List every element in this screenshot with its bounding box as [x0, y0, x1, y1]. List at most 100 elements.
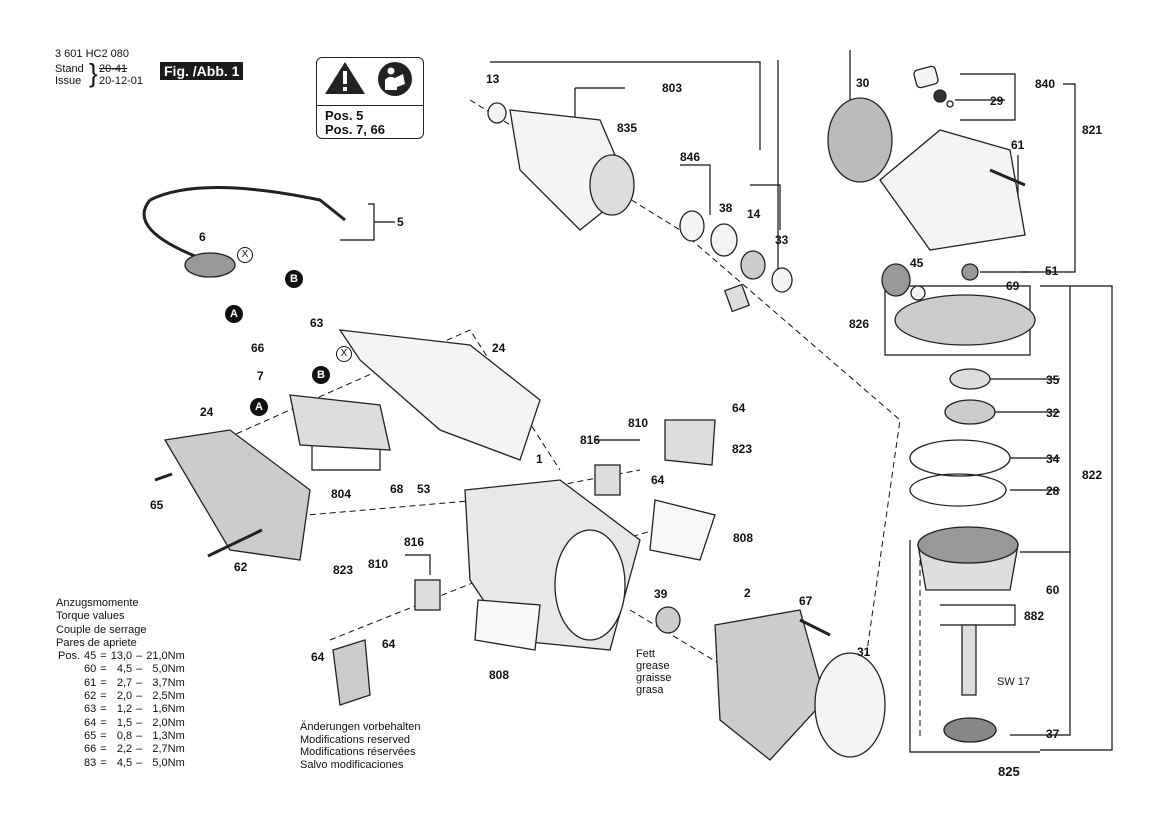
part-label: 803	[662, 81, 683, 95]
torque-prefix	[56, 703, 82, 716]
warning-triangle-icon	[325, 62, 365, 94]
part-label: 2	[744, 586, 751, 600]
torque-pos: 45	[84, 650, 97, 663]
mods-line: Salvo modificaciones	[300, 758, 404, 771]
part-33	[771, 267, 793, 293]
part-24-handle-half	[163, 429, 311, 561]
part-label: 810	[368, 557, 389, 571]
part-label: 823	[333, 563, 354, 577]
part-label: 808	[489, 668, 510, 682]
part-24-handle-half	[338, 329, 541, 461]
callout-B: B	[312, 366, 330, 384]
part-label: 34	[1046, 452, 1060, 466]
part-label: 64	[651, 473, 665, 487]
torque-prefix	[56, 717, 82, 730]
torque-dash: –	[136, 756, 143, 769]
leader-882	[940, 604, 1016, 626]
part-823-cover	[332, 639, 371, 706]
part-number: 3 601 HC2 080	[55, 48, 129, 60]
part-label: 823	[732, 442, 753, 456]
callout-A: A	[225, 305, 243, 323]
torque-row: 83=4,5–5,0Nm	[56, 757, 187, 770]
part-label: 826	[849, 317, 870, 331]
part-label: 38	[719, 201, 733, 215]
part-808-plate	[474, 599, 541, 651]
torque-prefix: Pos.	[58, 650, 81, 663]
torque-max: 1,3Nm	[152, 729, 185, 742]
part-label: 24	[200, 405, 214, 419]
torque-row: 61=2,7–3,7Nm	[56, 677, 187, 690]
part-spindle	[961, 624, 977, 696]
part-69-bevel-gear	[894, 294, 1036, 346]
mods-line: Modifications réservées	[300, 746, 416, 758]
part-65-screw	[154, 472, 173, 482]
torque-prefix	[56, 730, 82, 743]
part-label: 29	[990, 94, 1004, 108]
part-label: 5	[397, 215, 404, 229]
bracket-804	[311, 440, 381, 471]
torque-pos: 62	[84, 690, 97, 703]
callout-X: X	[336, 346, 352, 362]
torque-title: Pares de apriete	[56, 636, 137, 649]
torque-title: Couple de serrage	[56, 623, 147, 636]
part-label: 31	[857, 645, 871, 659]
torque-title: Anzugsmomente	[56, 597, 139, 609]
part-label: 30	[856, 76, 870, 90]
part-37-bearing	[943, 717, 997, 743]
part-67-screw	[799, 618, 831, 637]
part-label: 51	[1045, 264, 1059, 278]
warning-icons	[325, 62, 412, 96]
torque-max: 2,7Nm	[152, 743, 185, 756]
part-13-bearing	[487, 102, 507, 124]
grease-note: Fett grease graisse grasa	[636, 648, 671, 696]
part-2-stator	[714, 609, 826, 761]
brace: }	[89, 58, 98, 88]
torque-max: 2,0Nm	[152, 716, 185, 729]
figure-label: Fig. /Abb. 1	[160, 62, 244, 80]
part-808-plate	[649, 499, 716, 561]
torque-max: 1,6Nm	[152, 703, 185, 716]
leader-5	[340, 203, 395, 241]
part-label: 45	[910, 256, 924, 270]
part-816-brush-holder	[414, 579, 441, 611]
part-label: 69	[1006, 279, 1020, 293]
read-manual-icon	[378, 62, 412, 96]
part-label: 66	[251, 341, 265, 355]
part-32	[944, 399, 996, 425]
part-label: 33	[775, 233, 789, 247]
torque-min: 13,0	[110, 650, 133, 663]
torque-max: 3,7Nm	[152, 676, 185, 689]
part-38	[710, 223, 738, 257]
torque-row: 62=2,0–2,5Nm	[56, 690, 187, 703]
leader-803	[490, 61, 761, 150]
torque-min: 1,5	[116, 716, 133, 729]
part-821-gear-housing	[879, 129, 1026, 251]
part-30-gear	[827, 97, 893, 183]
part-826-pinion	[881, 263, 911, 297]
torque-min: 4,5	[116, 663, 133, 676]
part-label: 62	[234, 560, 248, 574]
torque-values: Anzugsmomente Torque values Couple de se…	[56, 597, 187, 770]
part-45-nut	[910, 285, 926, 301]
part-label: 32	[1046, 406, 1060, 420]
part-823-cover	[664, 419, 716, 466]
torque-pos: 66	[84, 743, 97, 756]
leader-822	[1040, 285, 1113, 751]
part-label: 65	[150, 498, 164, 512]
part-label: 63	[310, 316, 324, 330]
part-label: 53	[417, 482, 431, 496]
part-816-brush-holder	[594, 464, 621, 496]
torque-eq: =	[100, 729, 107, 742]
torque-prefix	[56, 743, 82, 756]
torque-title: Torque values	[56, 610, 125, 623]
torque-dash: –	[136, 676, 143, 689]
torque-eq: =	[100, 663, 107, 676]
grease-line: grasa	[636, 684, 664, 696]
part-5-cord	[149, 186, 346, 222]
part-28-ring	[909, 473, 1007, 507]
part-label: 804	[331, 487, 352, 501]
part-39-bushing	[655, 606, 681, 634]
torque-min: 0,8	[116, 729, 133, 742]
